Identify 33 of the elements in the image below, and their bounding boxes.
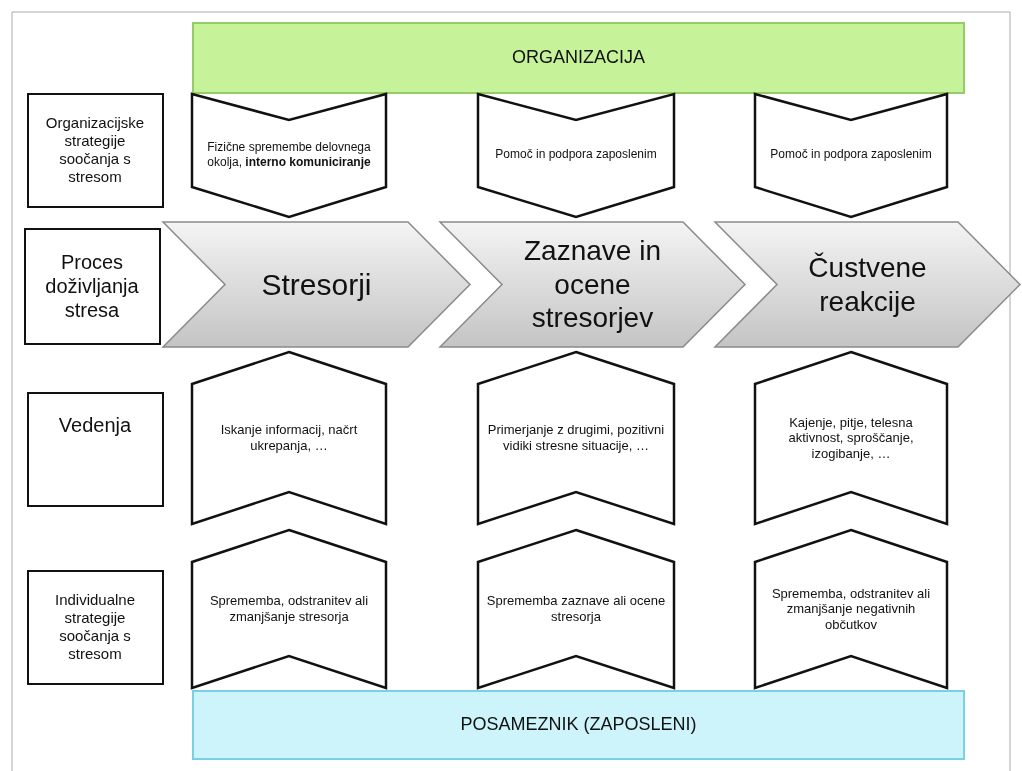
strategy-panel [478, 530, 674, 688]
row-label-box [24, 228, 161, 345]
strategy-panel [192, 530, 386, 688]
strategy-text: Pomoč in podpora zaposlenim [770, 147, 932, 162]
header-band [192, 22, 965, 94]
strategy-text: Sprememba, odstranitev ali zmanjšanje stresorja [208, 593, 370, 625]
row-label: ORGANIZACIJA [512, 47, 645, 69]
row-label-box [27, 392, 164, 507]
stage-title: Zaznave in ocene stresorjev [523, 234, 662, 335]
process-stage-panel [163, 222, 470, 347]
strategy-text: Primerjanje z drugimi, pozitivni vidiki stresne situacije, … [486, 422, 666, 454]
row-label: POSAMEZNIK (ZAPOSLENI) [460, 714, 697, 736]
strategy-panel [478, 352, 674, 524]
row-label: Organizacijske strategije soočanja s stresom [44, 114, 146, 186]
footer-band [192, 690, 965, 760]
row-label: Vedenja [58, 413, 132, 437]
row-label-box [27, 570, 164, 685]
stage-title: Čustvene reakcije [807, 250, 928, 319]
strategy-text: Iskanje informacij, načrt ukrepanja, … [219, 422, 359, 454]
strategy-panel [192, 352, 386, 524]
strategy-text: Sprememba zaznave ali ocene stresorja [486, 593, 666, 625]
strategy-text: Fizične spremembe delovnega okolja, interno komuniciranje [206, 140, 372, 169]
row-label-box [27, 93, 164, 208]
row-label: Proces doživljanja stresa [44, 250, 140, 322]
strategy-panel [755, 352, 947, 524]
row-label: Individualne strategije soočanja s stresom [53, 591, 137, 663]
process-stage-panel [440, 222, 745, 347]
strategy-text: Pomoč in podpora zaposlenim [495, 147, 657, 162]
strategy-text: Kajenje, pitje, telesna aktivnost, sproščanje, izogibanje, … [787, 414, 915, 462]
process-stage-panel [715, 222, 1020, 347]
stage-title: Stresorji [261, 266, 372, 303]
strategy-text: Sprememba, odstranitev ali zmanjšanje negativnih občutkov [770, 585, 932, 633]
strategy-panel [755, 530, 947, 688]
